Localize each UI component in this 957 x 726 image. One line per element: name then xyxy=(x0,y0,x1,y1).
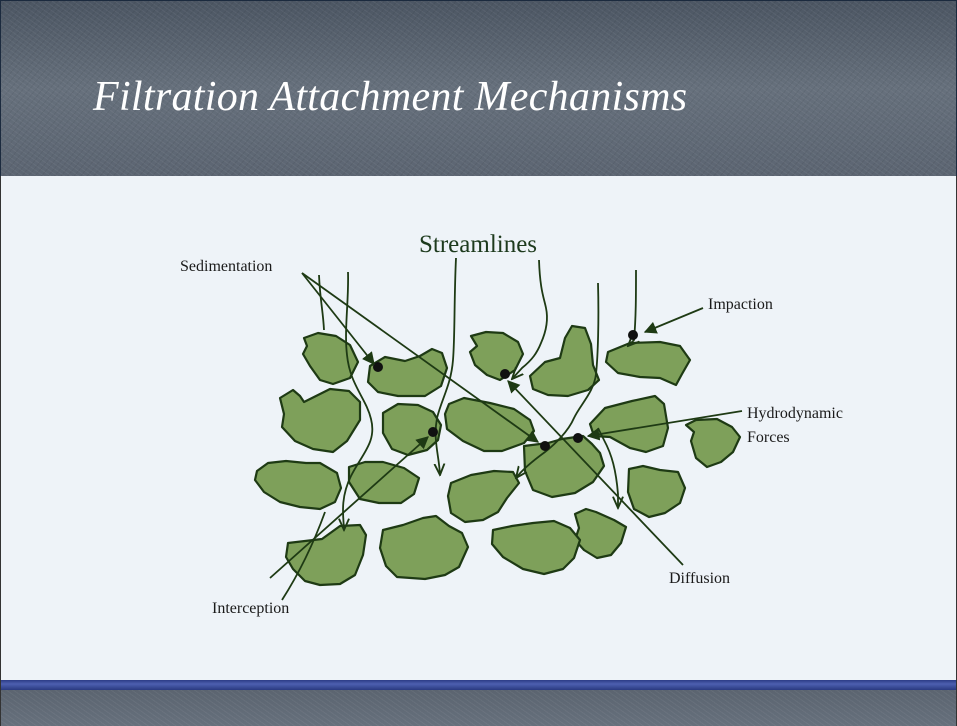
media-grain xyxy=(366,347,449,398)
title-bar: Filtration Attachment Mechanisms xyxy=(0,0,957,176)
particle xyxy=(428,427,438,437)
media-grain xyxy=(347,460,421,505)
particle xyxy=(500,369,510,379)
media-grain xyxy=(278,387,362,454)
streamline xyxy=(281,511,326,601)
pointer-lines xyxy=(269,272,743,579)
media-grain xyxy=(378,514,470,581)
interception-pointer xyxy=(269,436,429,579)
sedimentation-pointer xyxy=(301,272,375,365)
streamline xyxy=(318,274,325,331)
media-grain xyxy=(490,519,582,576)
sedimentation-label: Sedimentation xyxy=(180,258,272,275)
streamlines xyxy=(281,257,636,601)
media-grain xyxy=(443,396,536,453)
hydrodynamic-pointer xyxy=(586,410,743,441)
particles xyxy=(373,330,638,451)
sedimentation-pointer xyxy=(301,272,540,443)
diffusion-label: Diffusion xyxy=(669,570,730,587)
particle xyxy=(573,433,583,443)
footer-bar xyxy=(0,690,957,726)
media-grain xyxy=(468,330,525,382)
streamlines-heading: Streamlines xyxy=(419,231,537,258)
impaction-label: Impaction xyxy=(708,296,773,313)
particle xyxy=(628,330,638,340)
media-grain xyxy=(684,417,742,469)
hydrodynamic-label-line2: Forces xyxy=(747,429,790,446)
media-grain xyxy=(604,340,692,387)
media-grain xyxy=(284,523,368,587)
media-grain xyxy=(573,507,628,560)
media-grain xyxy=(446,469,521,524)
streamline xyxy=(436,257,457,475)
media-grain xyxy=(253,459,343,511)
streamline xyxy=(628,269,636,346)
diffusion-pointer xyxy=(507,380,684,566)
streamline xyxy=(516,282,600,478)
particle xyxy=(540,441,550,451)
streamline xyxy=(343,271,374,530)
streamline xyxy=(512,259,548,379)
hydrodynamic-label-line1: Hydrodynamic xyxy=(747,405,843,422)
streamline xyxy=(597,427,618,508)
media-grain xyxy=(588,394,670,454)
particle xyxy=(373,362,383,372)
media-grain xyxy=(626,464,687,519)
interception-label: Interception xyxy=(212,600,289,617)
media-grain xyxy=(522,434,606,499)
impaction-pointer xyxy=(643,307,704,334)
slide-title: Filtration Attachment Mechanisms xyxy=(93,74,688,120)
media-grain xyxy=(301,331,360,386)
media-grains xyxy=(253,324,742,587)
media-grain xyxy=(528,324,601,398)
